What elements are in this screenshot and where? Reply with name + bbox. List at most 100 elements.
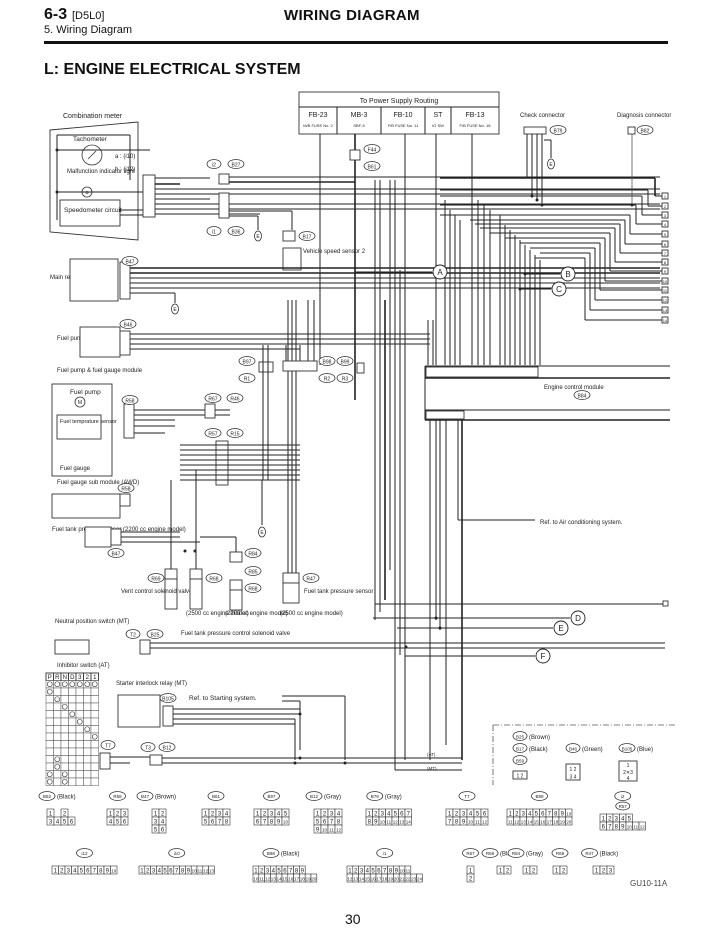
connector-tag-b47: B47	[107, 548, 125, 558]
connector-pin-number: 2	[211, 811, 215, 817]
connector-tag-b46: B46	[119, 319, 137, 329]
svg-text:3 4: 3 4	[570, 775, 577, 781]
legend-b17: B17 (Black)	[512, 743, 548, 753]
ecm-pin-label: 5	[664, 232, 667, 237]
connector-face-id: i1	[383, 851, 387, 856]
svg-text:R3: R3	[342, 377, 349, 383]
fuel-pump-module: Fuel pump & fuel gauge module Fuel pump …	[51, 368, 143, 477]
connector-tag-r68: R68	[244, 583, 262, 593]
connector-pin-number: 10	[283, 819, 289, 824]
connector-pin-number: 8	[455, 819, 459, 825]
connector-pin-number: 2	[63, 811, 67, 817]
check-connector: Check connector B79	[520, 113, 567, 135]
connector-pin-number: 12	[347, 876, 353, 881]
connector-color-legend: B25 (Brown) B17 (Black) B46 (Green) B105…	[492, 724, 675, 785]
svg-text:R69: R69	[151, 577, 160, 583]
svg-text:B82: B82	[641, 129, 650, 135]
connector-pin-number: 14	[406, 819, 412, 824]
ps-col-sub: F/B FUSE No. 11	[388, 123, 419, 128]
connector-tag-r67: R67	[204, 393, 222, 403]
connector-face-id: i2	[621, 794, 625, 799]
connector-face-id: R69	[556, 851, 565, 856]
svg-text:E: E	[173, 307, 177, 313]
connector-pin-number: 16	[540, 819, 546, 824]
connector-face-id: i10	[174, 851, 181, 856]
ps-col-id: FB-13	[465, 112, 484, 119]
connector-pin-number: 12	[640, 824, 646, 829]
connector-pin-number: 3	[615, 816, 619, 822]
svg-text:Fuel pump relay: Fuel pump relay	[57, 336, 100, 342]
ecm-pin-stub	[661, 230, 669, 238]
connector-pin-number: 15	[365, 876, 371, 881]
connector-pin-number: 10	[322, 827, 328, 832]
fuel-pump-relay: Fuel pump relay B46	[57, 319, 137, 358]
connector-pin-number: 11	[406, 868, 411, 873]
svg-text:B12: B12	[163, 746, 172, 752]
ecm-pin-label: 4	[664, 222, 667, 227]
connector-pin-number: 1	[204, 811, 208, 817]
svg-text:T7: T7	[105, 744, 111, 750]
connector-pin-number: 18	[382, 876, 388, 881]
svg-text:B98: B98	[323, 360, 332, 366]
svg-text:Speedometer circuit: Speedometer circuit	[64, 207, 122, 214]
connector-pin-number: 6	[377, 868, 381, 874]
connector-tag-r58: R58	[121, 395, 139, 405]
connector-pin-number: 13	[209, 868, 215, 873]
connector-pin-number: 2	[602, 868, 606, 874]
header-rule	[44, 41, 668, 44]
connector-face-id: B47	[141, 794, 150, 799]
svg-text:R58: R58	[121, 487, 130, 493]
connector-pin-number: 6	[602, 824, 606, 830]
svg-text:E: E	[549, 162, 553, 168]
ps-col-sub: IG SW	[432, 123, 444, 128]
power-supply-box: To Power Supply Routing FB-23 M/B FUSE N…	[298, 91, 500, 135]
svg-text:Inhibitor switch (AT): Inhibitor switch (AT)	[57, 663, 110, 669]
connector-face-id: T7	[464, 794, 470, 799]
connector-pin-number: 20	[394, 876, 400, 881]
connector-pin-number: 10	[566, 811, 572, 816]
connector-pin-number: 6	[211, 819, 215, 825]
fuel-tank-pressure-sensor-2500: R47 Fuel tank pressure sensor (2500 cc e…	[280, 572, 373, 617]
off-page-ref-c: C	[518, 281, 567, 297]
connector-tag-b105: B105	[159, 693, 177, 703]
ref-starting-system[interactable]: Ref. to Starting system.	[189, 695, 257, 702]
svg-text:R57: R57	[619, 804, 628, 809]
ref-air-conditioning[interactable]: Ref. to Air conditioning system.	[540, 520, 623, 526]
connector-face-id: B98	[267, 851, 276, 856]
connector-pin-number: 10	[400, 868, 406, 873]
svg-text:B46: B46	[569, 747, 578, 752]
ecm-pin-label: 7	[664, 251, 667, 256]
connector-pin-number: 2	[60, 868, 64, 874]
connector-pin-number: 1	[555, 868, 559, 874]
connector-b99-block	[356, 362, 365, 374]
svg-text:R84: R84	[248, 552, 257, 558]
connector-pin-number: 8	[99, 868, 103, 874]
svg-text:R57: R57	[208, 432, 217, 438]
connector-pin-number: 3	[67, 868, 71, 874]
connector-b17-block	[282, 230, 296, 242]
connector-pin-number: 1	[525, 868, 529, 874]
ecm-pin-label: 3	[664, 213, 667, 218]
connector-pin-number: 14	[359, 876, 365, 881]
connector-pin-number: 20	[566, 819, 572, 824]
connector-pin-number: 8	[389, 868, 393, 874]
svg-text:E: E	[558, 624, 563, 633]
connector-face-id: B12	[310, 794, 319, 799]
fuel-tank-pressure-sensor-2200: Fuel tank pressure sensor (2200 cc engin…	[52, 526, 186, 558]
connector-pin-number: 12	[203, 868, 209, 873]
svg-text:(Green): (Green)	[582, 747, 603, 753]
svg-text:4: 4	[627, 776, 630, 782]
svg-text:Starter interlock relay (MT): Starter interlock relay (MT)	[116, 681, 187, 687]
ps-col-id: ST	[434, 112, 444, 119]
connector-pin-number: 7	[263, 819, 267, 825]
connector-tag-r68: R68	[205, 573, 223, 583]
connector-face-id: R67	[466, 851, 475, 856]
